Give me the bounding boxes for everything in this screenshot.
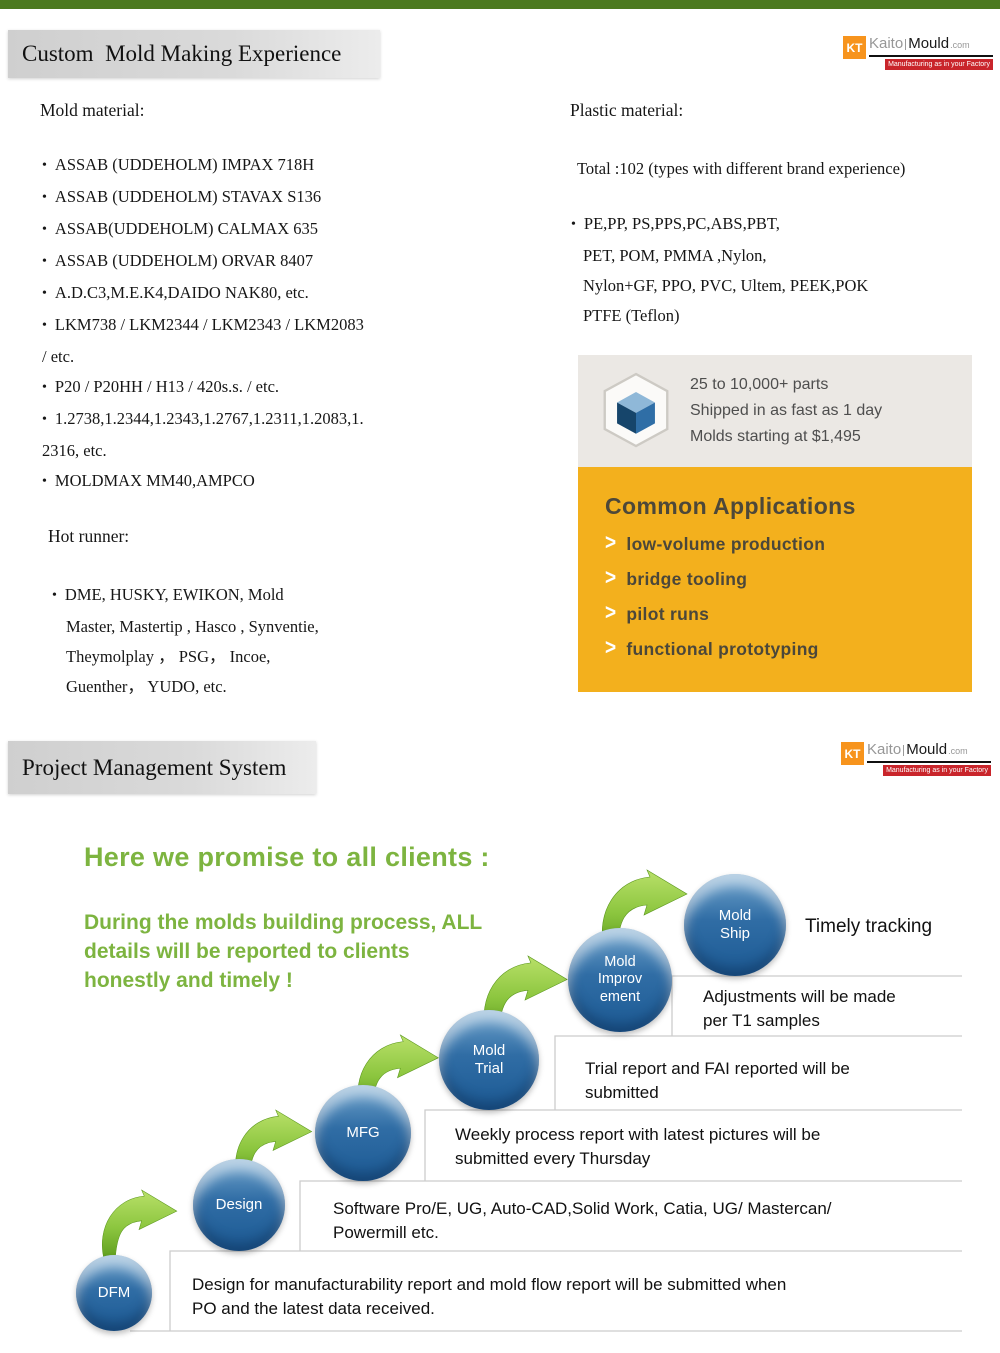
- logo-divider: [903, 745, 905, 756]
- green-arrow-icon: [602, 869, 688, 949]
- mold-material-list: ASSAB (UDDEHOLM) IMPAX 718H ASSAB (UDDEH…: [42, 150, 432, 498]
- mold-material-item: ASSAB (UDDEHOLM) ORVAR 8407: [42, 246, 432, 278]
- logo-tld: .com: [950, 40, 970, 50]
- chevron-right-icon: >: [605, 636, 617, 661]
- logo-tagline: Manufacturing as in your Factory: [885, 59, 993, 70]
- kaitomould-logo: KT Kaito Mould .com Manufacturing as in …: [843, 36, 993, 70]
- logo-row: KT Kaito Mould .com Manufacturing as in …: [841, 742, 991, 776]
- section-title-text: Custom Mold Making Experience: [22, 41, 342, 66]
- promo-stats: 25 to 10,000+ parts Shipped in as fast a…: [690, 372, 882, 450]
- application-item: > low-volume production: [605, 531, 972, 556]
- mold-material-item: P20 / P20HH / H13 / 420s.s. / etc.: [42, 372, 432, 404]
- promise-body: During the molds building process, ALL d…: [84, 911, 483, 992]
- chevron-right-icon: >: [605, 531, 617, 556]
- section-title-project-management: Project Management System: [8, 741, 316, 794]
- plastic-material-item-continuation: PTFE (Teflon): [583, 306, 680, 325]
- process-note-dfm: Design for manufacturability report and …: [192, 1275, 787, 1318]
- green-arrow-icon: [483, 955, 568, 1033]
- logo-divider: [905, 39, 907, 50]
- application-label: low-volume production: [626, 533, 826, 554]
- mold-material-item: ASSAB(UDDEHOLM) CALMAX 635: [42, 214, 432, 246]
- promo-stat-price: Molds starting at $1,495: [690, 428, 861, 445]
- process-step-design: Design: [193, 1159, 285, 1251]
- hot-runner-heading: Hot runner:: [48, 526, 130, 546]
- hot-runner-item: DME, HUSKY, EWIKON, Mold: [52, 580, 392, 612]
- process-step-mold-trial: Mold Trial: [439, 1010, 539, 1110]
- mold-material-item: LKM738 / LKM2344 / LKM2343 / LKM2083: [42, 310, 432, 342]
- process-note-mold-ship: Timely tracking: [805, 916, 933, 937]
- mold-material-item: 1.2738,1.2344,1.2343,1.2767,1.2311,1.208…: [42, 404, 432, 436]
- process-note-mfg: Weekly process report with latest pictur…: [455, 1125, 821, 1168]
- section-title-custom-mold-making: Custom Mold Making Experience: [8, 30, 380, 78]
- mold-material-item: A.D.C3,M.E.K4,DAIDO NAK80, etc.: [42, 278, 432, 310]
- logo-rule: [867, 761, 991, 763]
- logo-tld: .com: [948, 746, 968, 756]
- chevron-right-icon: >: [605, 566, 617, 591]
- plastic-material-item-continuation: PET, POM, PMMA ,Nylon,: [583, 246, 767, 265]
- plastic-total-text: Total :102 (types with different brand e…: [577, 159, 906, 178]
- mold-material-item: MOLDMAX MM40,AMPCO: [42, 466, 432, 498]
- mold-material-heading: Mold material:: [40, 100, 145, 120]
- common-applications-panel: Common Applications > low-volume product…: [578, 467, 972, 692]
- process-step-mfg: MFG: [315, 1085, 411, 1181]
- process-step-dfm: DFM: [76, 1255, 152, 1331]
- hot-runner-item-continuation: Guenther， YUDO, etc.: [66, 677, 227, 696]
- plastic-material-item: PE,PP, PS,PPS,PC,ABS,PBT,: [571, 209, 971, 241]
- kt-logo-mark: KT: [843, 36, 866, 59]
- diagram-graphics: [102, 869, 962, 1332]
- logo-tagline: Manufacturing as in your Factory: [883, 765, 991, 776]
- plastic-material-list: PE,PP, PS,PPS,PC,ABS,PBT, PET, POM, PMMA…: [571, 209, 971, 331]
- hot-runner-list: DME, HUSKY, EWIKON, Mold Master, Mastert…: [52, 580, 392, 702]
- logo-rule: [869, 55, 993, 57]
- promise-heading: Here we promise to all clients :: [84, 842, 490, 872]
- logo-row: KT Kaito Mould .com Manufacturing as in …: [843, 36, 993, 70]
- logo-name-kaito: Kaito: [869, 35, 904, 52]
- process-diagram: Here we promise to all clients : During …: [0, 820, 1000, 1353]
- mold-material-item: ASSAB (UDDEHOLM) STAVAX S136: [42, 182, 432, 214]
- process-note-mold-trial: Trial report and FAI reported will be su…: [585, 1059, 850, 1102]
- application-item: > pilot runs: [605, 601, 972, 626]
- hot-runner-item-continuation: Theymolplay ， PSG， Incoe,: [66, 647, 271, 666]
- logo-name-mould: Mould: [908, 35, 950, 52]
- application-label: functional prototyping: [626, 638, 819, 659]
- logo-name-kaito: Kaito: [867, 741, 902, 758]
- plastic-material-item-continuation: Nylon+GF, PPO, PVC, Ultem, PEEK,POK: [583, 276, 869, 295]
- section-title-text: Project Management System: [22, 754, 287, 780]
- logo-name-mould: Mould: [906, 741, 948, 758]
- application-label: pilot runs: [626, 603, 710, 624]
- application-item: > bridge tooling: [605, 566, 972, 591]
- promo-stat-parts: 25 to 10,000+ parts: [690, 376, 829, 393]
- kt-logo-mark: KT: [841, 742, 864, 765]
- process-step-mold-improvement: Mold Improv ement: [568, 928, 672, 1032]
- staircase-lines: [130, 975, 962, 1332]
- process-step-mold-ship: Mold Ship: [684, 874, 786, 976]
- process-note-mold-improvement: Adjustments will be made per T1 samples: [703, 987, 896, 1030]
- promo-stat-shipping: Shipped in as fast as 1 day: [690, 402, 883, 419]
- mold-material-item: ASSAB (UDDEHOLM) IMPAX 718H: [42, 150, 432, 182]
- logo-main: Kaito Mould .com Manufacturing as in you…: [867, 742, 991, 776]
- logo-main: Kaito Mould .com Manufacturing as in you…: [869, 36, 993, 70]
- kaitomould-logo: KT Kaito Mould .com Manufacturing as in …: [841, 742, 991, 776]
- process-note-design: Software Pro/E, UG, Auto-CAD,Solid Work,…: [333, 1199, 832, 1242]
- logo-name: Kaito Mould .com: [867, 742, 991, 759]
- top-green-bar: [0, 0, 1000, 9]
- cube-hexagon-icon: [603, 372, 669, 448]
- application-item: > functional prototyping: [605, 636, 972, 661]
- plastic-material-heading: Plastic material:: [570, 100, 684, 120]
- promo-card-stats-panel: 25 to 10,000+ parts Shipped in as fast a…: [578, 355, 972, 467]
- common-applications-title: Common Applications: [605, 493, 856, 519]
- mold-material-item-continuation: / etc.: [42, 347, 75, 366]
- hot-runner-item-continuation: Master, Mastertip , Hasco , Synventie,: [66, 617, 319, 636]
- mold-material-item-continuation: 2316, etc.: [42, 441, 107, 460]
- application-label: bridge tooling: [626, 568, 748, 589]
- promo-card: 25 to 10,000+ parts Shipped in as fast a…: [578, 355, 972, 692]
- chevron-right-icon: >: [605, 601, 617, 626]
- green-arrow-icon: [102, 1189, 178, 1259]
- logo-name: Kaito Mould .com: [869, 36, 993, 53]
